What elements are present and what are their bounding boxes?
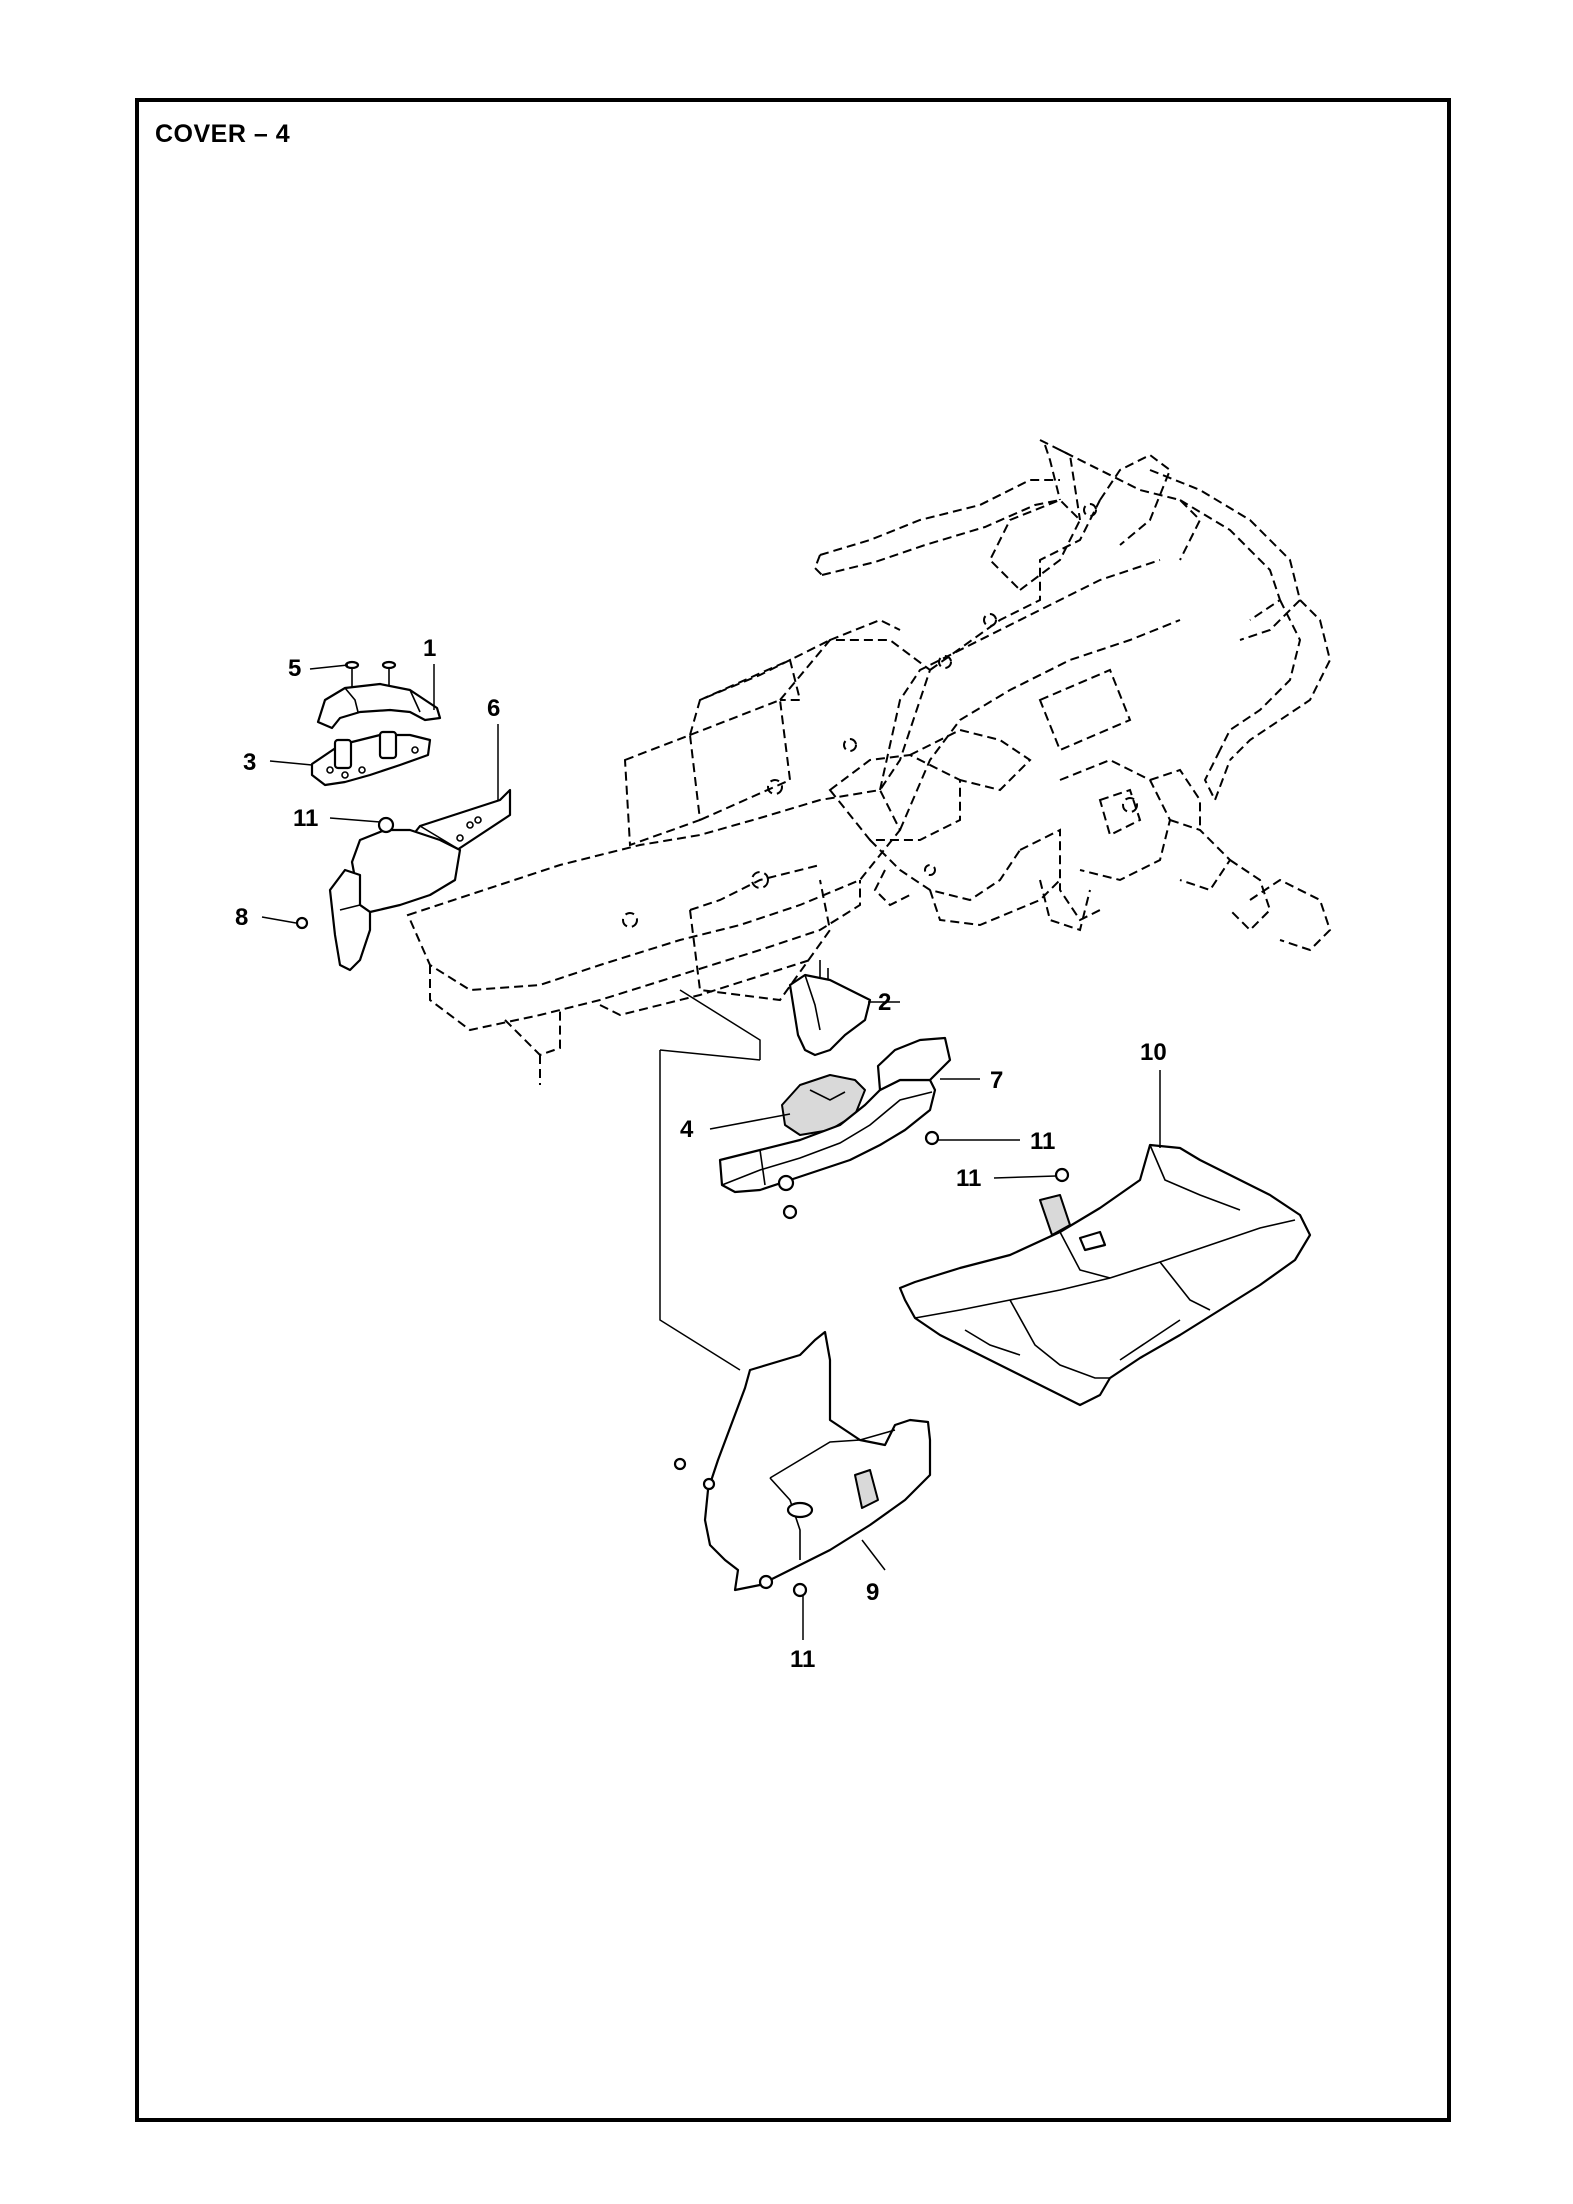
page-frame <box>135 98 1451 2122</box>
callout-11b: 11 <box>1030 1128 1055 1155</box>
assembly-guide-lines <box>659 989 761 1371</box>
callout-8: 8 <box>235 904 248 931</box>
callout-9: 9 <box>866 1579 879 1606</box>
callout-3: 3 <box>243 749 256 776</box>
chassis-frame-outline <box>406 439 1332 1085</box>
part-6-fender <box>328 788 512 972</box>
part-11-nut-d <box>673 1457 808 1598</box>
callout-11d: 11 <box>790 1646 815 1673</box>
callout-11a: 11 <box>293 805 318 832</box>
callout-5: 5 <box>288 655 301 682</box>
callout-11c: 11 <box>956 1165 981 1192</box>
callout-4: 4 <box>680 1116 694 1143</box>
callouts: 1 2 3 4 5 6 7 8 9 10 11 11 11 11 <box>235 635 1167 1673</box>
callout-10: 10 <box>1140 1039 1167 1066</box>
callout-leaders <box>261 664 1161 1640</box>
part-8-screw <box>295 916 309 930</box>
part-1-cover <box>316 682 442 730</box>
part-11-nut-b <box>924 1130 940 1146</box>
callout-6: 6 <box>487 695 500 722</box>
part-3-plate <box>310 730 432 787</box>
part-10-floor-mat <box>898 1143 1312 1407</box>
part-11-nut-c <box>1054 1167 1070 1183</box>
callout-7: 7 <box>990 1067 1003 1094</box>
callout-2: 2 <box>878 989 891 1016</box>
part-11-nut-a <box>377 816 395 834</box>
page-title: COVER – 4 <box>155 120 291 148</box>
part-9-lower-guard <box>702 1330 932 1592</box>
part-7-fender <box>718 1036 952 1220</box>
callout-1: 1 <box>423 635 436 662</box>
part-4-plate <box>781 1074 866 1136</box>
part-2-cover <box>788 960 872 1057</box>
